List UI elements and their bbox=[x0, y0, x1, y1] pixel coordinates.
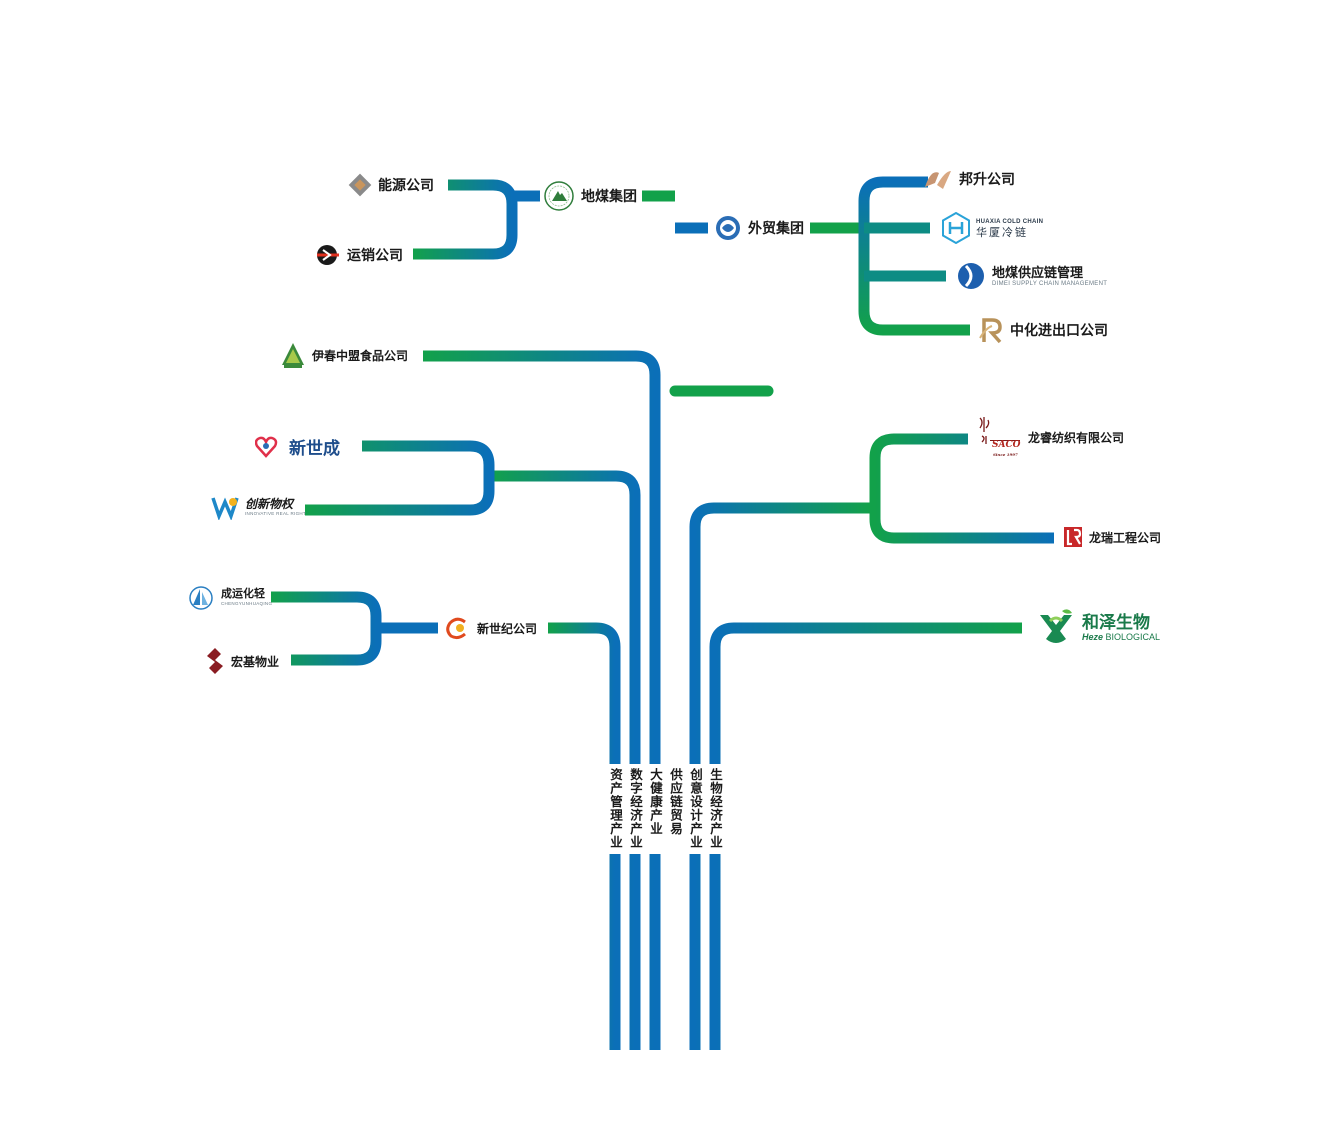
branch-asset bbox=[548, 622, 621, 1050]
pine-tree-icon bbox=[282, 343, 304, 368]
node-huaxia-cold-chain: HUAXIA COLD CHAIN 华厦冷链 bbox=[942, 212, 1043, 244]
lr-logo-icon bbox=[1064, 527, 1082, 547]
node-xinshicheng: 新世成 bbox=[255, 434, 340, 459]
branch-bio bbox=[709, 622, 1022, 1050]
fork-waimao bbox=[858, 176, 970, 336]
node-heze-bio: 和泽生物 Heze BIOLOGICAL bbox=[1036, 609, 1160, 647]
fork-dimei bbox=[413, 179, 518, 260]
sail-logo-icon bbox=[189, 586, 213, 610]
node-chuangxin-wuquan: 创新物权 INNOVATIVE REAL RIGHT bbox=[211, 494, 306, 520]
fork-asset bbox=[271, 591, 382, 666]
branch-digital bbox=[490, 470, 641, 1050]
huaxia-cn-label: 华厦冷链 bbox=[976, 227, 1028, 239]
node-transport-sales: 运销公司 bbox=[315, 243, 403, 267]
chengyun-name: 成运化轻 CHENGYUNHUAQING bbox=[221, 589, 272, 607]
industry-label-digital: 数字经济产业 bbox=[628, 768, 642, 849]
heze-en-brand: Heze bbox=[1082, 632, 1104, 642]
heze-en-label: Heze BIOLOGICAL bbox=[1082, 633, 1160, 642]
dimei-supply-en-label: DIMEI SUPPLY CHAIN MANAGEMENT bbox=[992, 280, 1108, 287]
new-century-logo-icon bbox=[446, 617, 466, 640]
industry-label-bio: 生物经济产业 bbox=[708, 768, 722, 849]
w-logo-icon bbox=[211, 497, 239, 520]
node-energy: 能源公司 bbox=[348, 173, 434, 197]
heze-logo-icon bbox=[1040, 609, 1072, 643]
node-hongji-property: 宏基物业 bbox=[205, 646, 279, 676]
dimei-logo-icon bbox=[544, 181, 574, 211]
node-label: 邦升公司 bbox=[959, 171, 1015, 187]
branch-creative bbox=[689, 502, 870, 1050]
industry-label-supply-chain: 供应链贸易 bbox=[668, 768, 682, 836]
huaxia-hexagon-icon bbox=[942, 212, 970, 244]
chuangxin-cn-label: 创新物权 bbox=[245, 496, 294, 511]
transport-logo-icon bbox=[317, 245, 339, 265]
chuangxin-en-label: INNOVATIVE REAL RIGHT bbox=[245, 510, 306, 516]
industry-label-health: 大健康产业 bbox=[648, 768, 662, 836]
dimei-supply-name: 地煤供应链管理 DIMEI SUPPLY CHAIN MANAGEMENT bbox=[992, 266, 1107, 287]
chuangxin-name: 创新物权 INNOVATIVE REAL RIGHT bbox=[245, 498, 306, 517]
industry-label-asset: 资产管理产业 bbox=[608, 768, 622, 849]
node-label: 外贸集团 bbox=[748, 220, 804, 236]
node-label: 新世纪公司 bbox=[477, 621, 538, 636]
node-label: 龙睿纺织有限公司 bbox=[1028, 430, 1125, 445]
node-foreign-trade-group: 外贸集团 bbox=[714, 214, 804, 242]
node-label: 新世成 bbox=[289, 439, 340, 458]
node-label: 宏基物业 bbox=[231, 654, 280, 669]
saco-logo-icon: SACO Since 1997 bbox=[979, 417, 1021, 457]
dimei-supply-logo-icon bbox=[958, 263, 984, 289]
industry-label-creative: 创意设计产业 bbox=[688, 768, 702, 849]
huaxia-name: HUAXIA COLD CHAIN 华厦冷链 bbox=[976, 217, 1043, 239]
node-bangsheng: 邦升公司 bbox=[921, 165, 1015, 193]
branch-health bbox=[423, 350, 661, 1050]
huaxia-en-label: HUAXIA COLD CHAIN bbox=[976, 219, 1044, 225]
fork-creative bbox=[869, 433, 1054, 544]
saco-since: Since 1997 bbox=[993, 452, 1018, 457]
energy-logo-icon bbox=[348, 173, 372, 197]
fork-digital bbox=[305, 440, 495, 516]
heart-logo-icon bbox=[255, 436, 278, 458]
heze-name: 和泽生物 Heze BIOLOGICAL bbox=[1082, 614, 1160, 642]
node-label: 伊春中盟食品公司 bbox=[312, 348, 409, 363]
node-longrui-engineering: 龙瑞工程公司 bbox=[1063, 526, 1161, 548]
node-dimei-supply-chain: 地煤供应链管理 DIMEI SUPPLY CHAIN MANAGEMENT bbox=[956, 261, 1107, 291]
node-dimei-group: 地煤集团 bbox=[543, 180, 637, 212]
chengyun-cn-label: 成运化轻 bbox=[221, 588, 265, 601]
heze-en-rest: BIOLOGICAL bbox=[1105, 632, 1161, 642]
node-label: 地煤集团 bbox=[581, 188, 637, 204]
dimei-supply-cn-label: 地煤供应链管理 bbox=[992, 264, 1084, 280]
saco-mark: SACO bbox=[992, 440, 1021, 450]
node-label: 中化进出口公司 bbox=[1010, 322, 1108, 338]
node-longrui-textile: SACO Since 1997 龙睿纺织有限公司 bbox=[976, 414, 1124, 460]
chengyun-en-label: CHENGYUNHUAQING bbox=[221, 601, 273, 607]
node-yichun-zhongmeng: 伊春中盟食品公司 bbox=[280, 341, 408, 369]
bangsheng-logo-icon bbox=[925, 171, 951, 189]
node-label: 能源公司 bbox=[378, 177, 434, 193]
hongji-logo-icon bbox=[207, 648, 223, 674]
foreign-trade-logo-icon bbox=[716, 216, 740, 240]
node-label: 龙瑞工程公司 bbox=[1089, 530, 1162, 545]
zhonghua-logo-icon bbox=[979, 318, 1002, 344]
node-chengyun-huaqing: 成运化轻 CHENGYUNHUAQING bbox=[189, 586, 272, 610]
node-label: 运销公司 bbox=[347, 247, 403, 263]
heze-cn-label: 和泽生物 bbox=[1082, 613, 1150, 632]
node-new-century: 新世纪公司 bbox=[445, 616, 537, 640]
node-zhonghua-import-export: 中化进出口公司 bbox=[978, 316, 1108, 344]
